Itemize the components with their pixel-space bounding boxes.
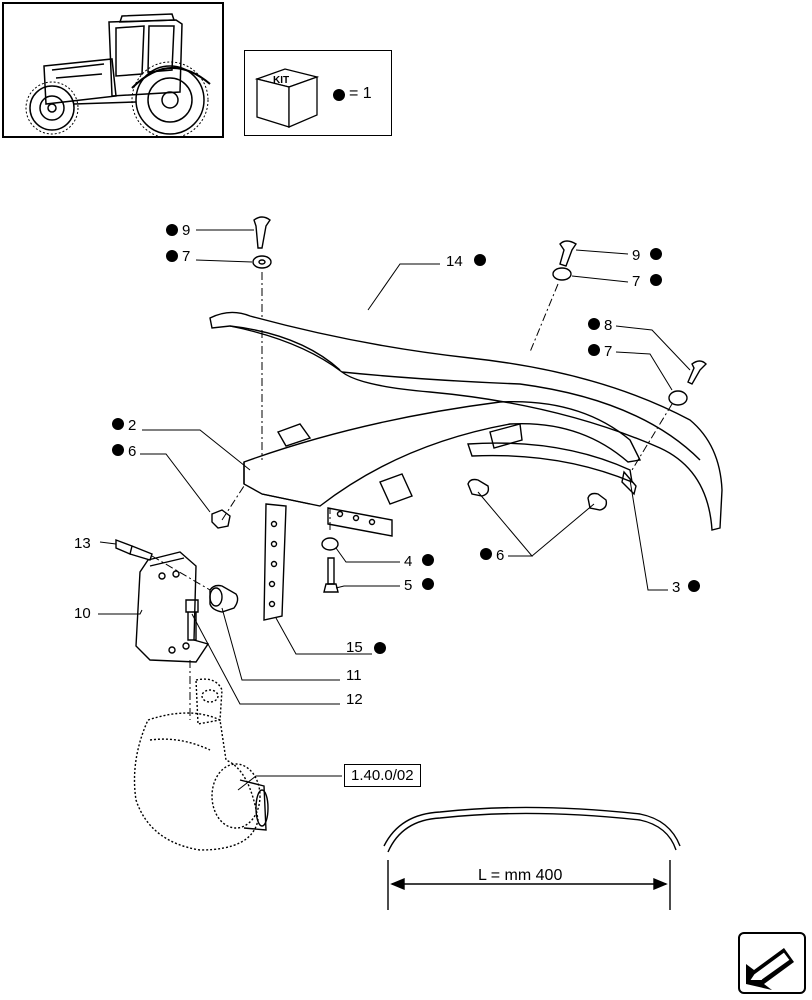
bolt-13 <box>115 538 133 555</box>
kit-legend: KIT = 1 <box>244 50 392 136</box>
kit-label: KIT <box>273 75 290 86</box>
washer-7-right2 <box>668 390 688 406</box>
kit-equation: = 1 <box>349 85 372 102</box>
support-plate-2 <box>243 400 642 507</box>
callout-8: 8 <box>604 317 612 334</box>
callout-5: 5 <box>404 577 412 594</box>
callout-4: 4 <box>404 553 412 570</box>
washer-4 <box>321 537 339 551</box>
screw-8 <box>687 360 707 385</box>
nut-6-right-b <box>587 492 608 511</box>
bracket-15 <box>263 503 287 621</box>
bracket-10 <box>135 551 210 663</box>
bolt-5 <box>323 583 339 593</box>
spacer-11 <box>209 584 239 613</box>
tractor-thumbnail-icon <box>25 13 211 139</box>
callout-13: 13 <box>74 535 91 552</box>
axle-housing <box>133 712 259 851</box>
next-page-arrow-icon <box>746 948 794 990</box>
callout-3: 3 <box>672 579 680 596</box>
callout-14: 14 <box>446 253 463 270</box>
callout-6-left: 6 <box>128 443 136 460</box>
next-page-button[interactable] <box>738 932 806 994</box>
screw-9-left <box>253 216 271 249</box>
callout-11: 11 <box>346 667 362 684</box>
callout-9-right: 9 <box>632 247 640 264</box>
kit-bullet <box>333 89 345 101</box>
tractor-thumbnail <box>2 2 224 139</box>
washer-7-right <box>552 267 572 281</box>
bolt-12 <box>185 599 199 613</box>
callout-2: 2 <box>128 417 136 434</box>
kit-box-icon <box>254 68 320 128</box>
dimension-label: L = mm 400 <box>478 867 562 884</box>
nut-6-left <box>211 509 231 529</box>
callout-6-right: 6 <box>496 547 504 564</box>
callout-7-left: 7 <box>182 248 190 265</box>
callout-9-left: 9 <box>182 222 190 239</box>
screw-9-right <box>559 240 577 267</box>
callout-12: 12 <box>346 691 363 708</box>
fender-part-14 <box>209 311 723 531</box>
reference-link[interactable]: 1.40.0/02 <box>344 764 421 787</box>
nut-6-right-a <box>467 478 490 497</box>
callout-7-right: 7 <box>632 273 640 290</box>
washer-7-left <box>252 255 272 269</box>
callout-15: 15 <box>346 639 363 656</box>
callout-10: 10 <box>74 605 91 622</box>
profile-section <box>387 812 677 853</box>
callout-7-right2: 7 <box>604 343 612 360</box>
